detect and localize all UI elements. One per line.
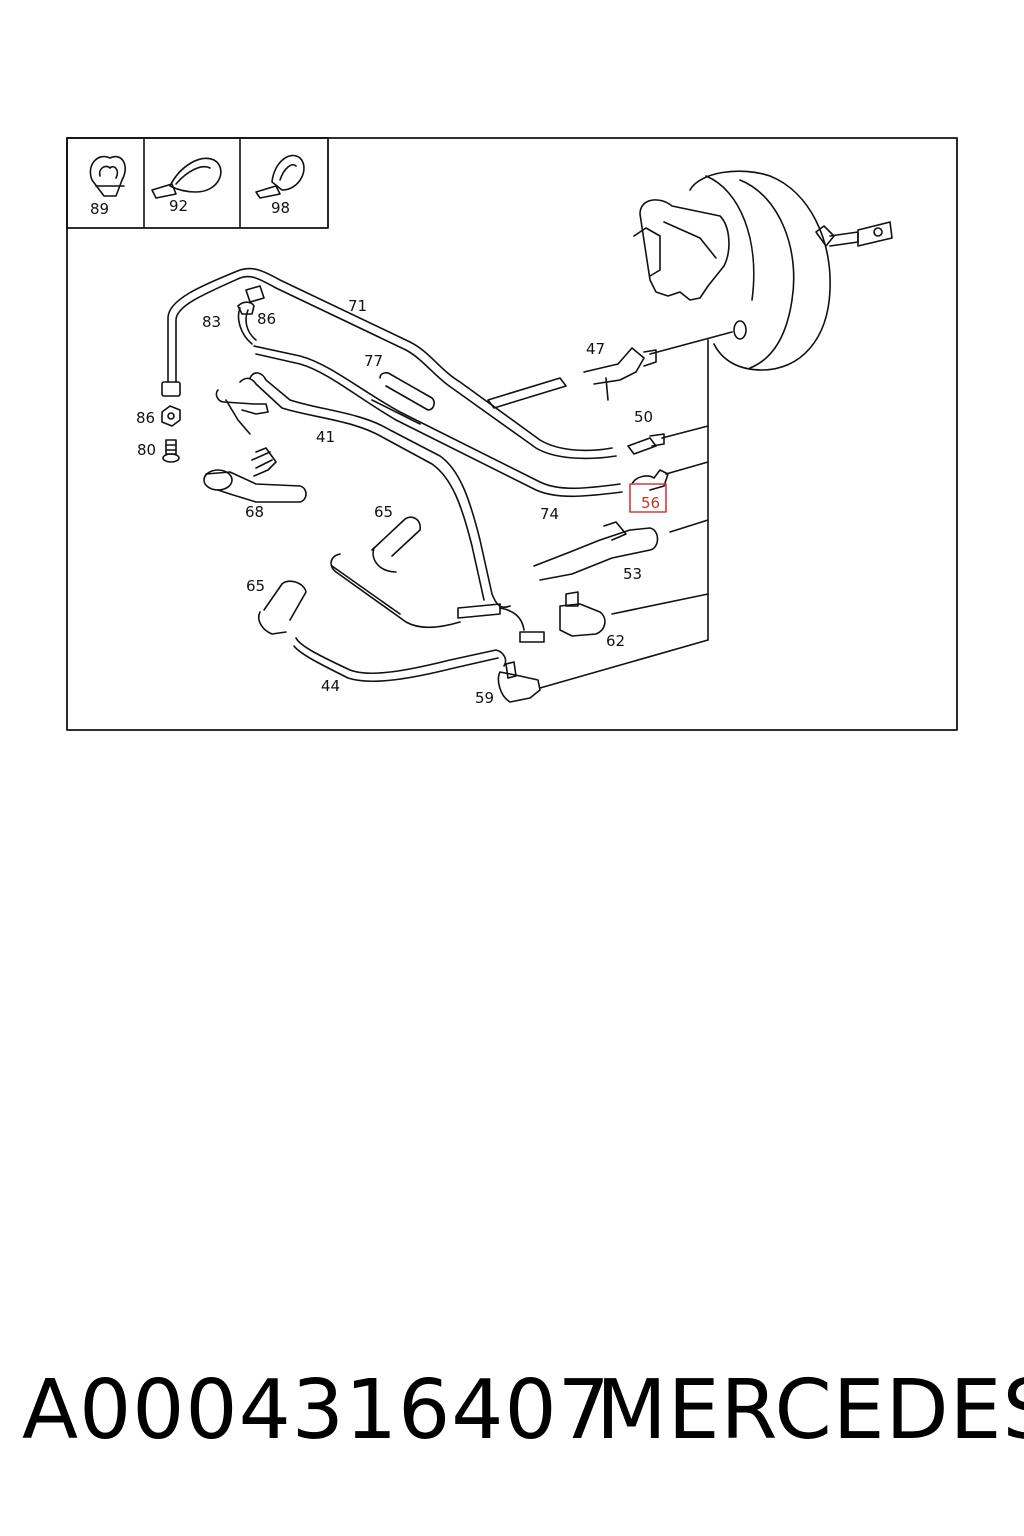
callout-86-top: 86 xyxy=(257,310,276,328)
callout-74: 74 xyxy=(540,505,559,523)
elbow-65-lower xyxy=(257,580,307,635)
hose-middle xyxy=(330,553,545,643)
clip-89-icon xyxy=(89,155,126,197)
part-50 xyxy=(627,433,665,455)
highlight-box-56 xyxy=(629,483,667,513)
legend-label-92: 92 xyxy=(169,197,188,215)
callout-86-left: 86 xyxy=(136,409,155,427)
callout-77: 77 xyxy=(364,352,383,370)
part-47 xyxy=(487,347,657,409)
part-56 xyxy=(631,469,669,491)
callout-80: 80 xyxy=(137,441,156,459)
callout-65-lower: 65 xyxy=(246,577,265,595)
fitting-83 xyxy=(237,285,265,315)
hose-74 xyxy=(237,307,623,498)
part-number-text: A0004316407 xyxy=(22,1363,611,1458)
callout-56: 56 xyxy=(641,494,660,512)
connector-41 xyxy=(215,389,269,435)
diagram-border xyxy=(66,137,958,731)
part-62 xyxy=(559,591,606,637)
leader-lines xyxy=(539,331,733,689)
hose-44 xyxy=(293,637,507,683)
callout-53: 53 xyxy=(623,565,642,583)
legend-label-89: 89 xyxy=(90,200,109,218)
cable-tie-92-icon xyxy=(151,157,222,199)
part-68 xyxy=(203,447,307,503)
callout-62: 62 xyxy=(606,632,625,650)
callout-41: 41 xyxy=(316,428,335,446)
legend-label-98: 98 xyxy=(271,199,290,217)
callout-68: 68 xyxy=(245,503,264,521)
callout-71: 71 xyxy=(348,297,367,315)
nut-86 xyxy=(161,405,181,427)
elbow-65-upper xyxy=(371,516,421,573)
brake-booster xyxy=(633,170,893,371)
parts-diagram: 89 92 98 xyxy=(0,0,1024,760)
callout-59: 59 xyxy=(475,689,494,707)
clip-98-icon xyxy=(255,154,305,199)
callout-50: 50 xyxy=(634,408,653,426)
screw-80 xyxy=(162,439,180,463)
brand-text: MERCEDES xyxy=(596,1363,1024,1458)
callout-65-upper: 65 xyxy=(374,503,393,521)
hose-41 xyxy=(239,372,511,619)
part-53 xyxy=(533,521,659,581)
callout-labels: 71 83 86 77 47 86 80 41 50 68 74 56 65 5… xyxy=(136,297,660,707)
part-59 xyxy=(497,661,541,703)
callout-44: 44 xyxy=(321,677,340,695)
callout-83: 83 xyxy=(202,313,221,331)
hose-77 xyxy=(371,372,435,425)
hose-71 xyxy=(161,267,617,460)
callout-47: 47 xyxy=(586,340,605,358)
legend-table: 89 92 98 xyxy=(66,137,329,229)
